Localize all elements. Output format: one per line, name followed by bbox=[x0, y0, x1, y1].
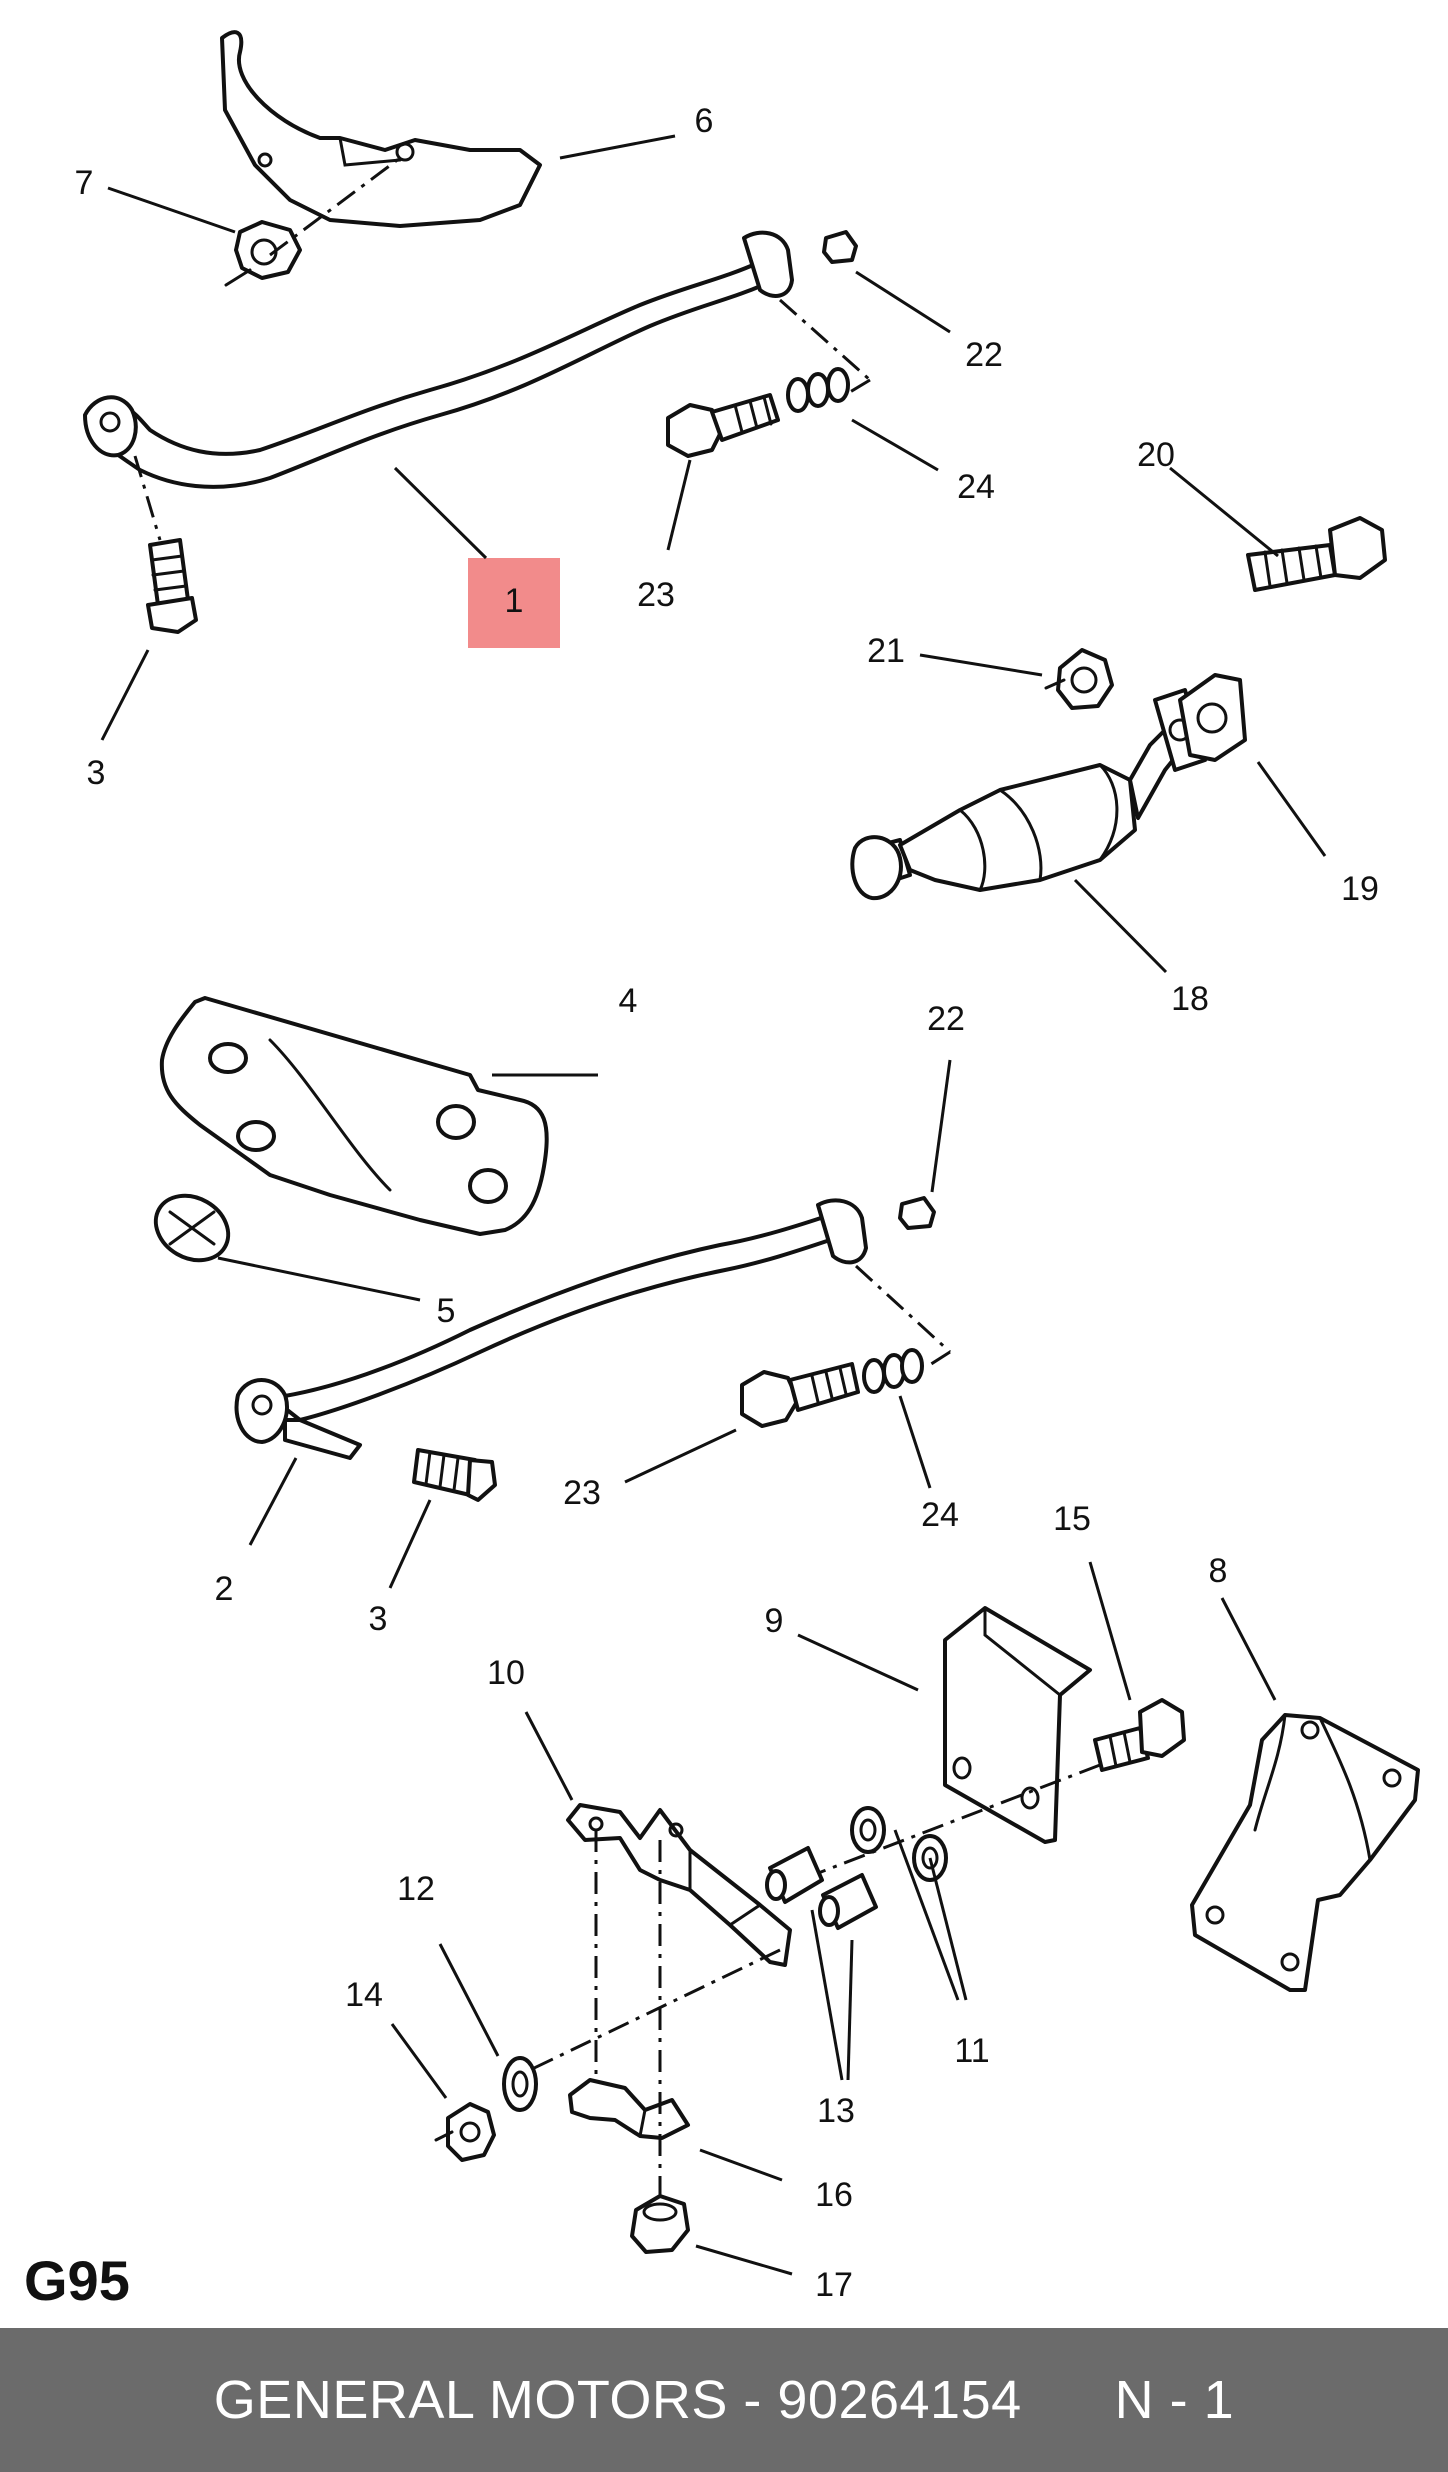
catalytic-converter-18 bbox=[850, 688, 1207, 901]
spring-washer-24-middle bbox=[862, 1348, 924, 1394]
bolt-3-middle bbox=[412, 1448, 497, 1502]
callout-9: 9 bbox=[765, 1602, 784, 1640]
front-pipe-1 bbox=[83, 230, 858, 489]
heat-shield-4 bbox=[159, 996, 549, 1236]
callout-14: 14 bbox=[345, 1976, 383, 2014]
callout-12: 12 bbox=[397, 1870, 435, 1908]
bolt-20 bbox=[1246, 516, 1387, 592]
callout-24-top: 24 bbox=[957, 468, 995, 506]
bolt-23-middle bbox=[740, 1362, 860, 1428]
washer-11 bbox=[850, 1806, 948, 1882]
callout-11: 11 bbox=[954, 2032, 989, 2070]
nut-7 bbox=[224, 220, 302, 287]
front-pipe-2 bbox=[234, 1196, 936, 1460]
callout-22-top: 22 bbox=[965, 336, 1003, 374]
clamp-10 bbox=[566, 1803, 792, 1967]
footer-bar: GENERAL MOTORS - 90264154 N - 1 bbox=[0, 2328, 1448, 2472]
callout-3-top: 3 bbox=[87, 754, 106, 792]
callout-20: 20 bbox=[1137, 436, 1175, 474]
bushing-13 bbox=[765, 1846, 878, 1930]
bracket-8 bbox=[1190, 1713, 1420, 1992]
bolt-23-top bbox=[666, 393, 780, 458]
callout-10: 10 bbox=[487, 1654, 525, 1692]
callout-23-middle: 23 bbox=[563, 1474, 601, 1512]
callout-22-middle: 22 bbox=[927, 1000, 965, 1038]
bracket-9 bbox=[943, 1606, 1092, 1844]
callout-17: 17 bbox=[815, 2266, 853, 2304]
callout-5: 5 bbox=[437, 1292, 456, 1330]
callout-18: 18 bbox=[1171, 980, 1209, 1018]
callout-6: 6 bbox=[695, 102, 714, 140]
callout-19: 19 bbox=[1341, 870, 1379, 908]
washer-12 bbox=[502, 2056, 538, 2112]
footer-page-indicator: N - 1 bbox=[1114, 2370, 1235, 2430]
exhaust-parts-diagram: 1 2 3 3 3 4 5 6 7 8 9 10 11 11 12 13 13 … bbox=[24, 30, 1420, 2312]
callout-16: 16 bbox=[815, 2176, 853, 2214]
callout-3-middle: 3 bbox=[369, 1600, 388, 1638]
callout-13: 13 bbox=[817, 2092, 855, 2130]
nut-14 bbox=[434, 2102, 496, 2162]
callout-2: 2 bbox=[215, 1570, 234, 1608]
nut-21 bbox=[1044, 648, 1114, 710]
callout-21: 21 bbox=[867, 632, 905, 670]
callout-1: 1 bbox=[505, 582, 524, 620]
heat-shield-6 bbox=[220, 30, 542, 228]
bolt-15 bbox=[1093, 1698, 1186, 1772]
gasket-5 bbox=[153, 1193, 231, 1263]
leader-lines bbox=[100, 134, 1327, 2276]
callout-labels: 1 2 3 3 3 4 5 6 7 8 9 10 11 11 12 13 13 … bbox=[75, 102, 1379, 2304]
footer-brand-part-number: GENERAL MOTORS - 90264154 bbox=[213, 2370, 1022, 2430]
callout-24-middle: 24 bbox=[921, 1496, 959, 1534]
highlight-box bbox=[468, 558, 560, 648]
nut-17 bbox=[630, 2194, 690, 2254]
callout-15: 15 bbox=[1053, 1500, 1091, 1538]
callout-8: 8 bbox=[1209, 1552, 1228, 1590]
diagram-code-label: G95 bbox=[24, 2249, 130, 2312]
gasket-19 bbox=[1178, 673, 1247, 762]
callout-4: 4 bbox=[619, 982, 638, 1020]
callout-23-top: 23 bbox=[637, 576, 675, 614]
bolt-3-top bbox=[146, 538, 198, 634]
spring-washer-24-top bbox=[786, 367, 850, 413]
lower-clamp-16 bbox=[568, 2078, 690, 2140]
callout-7: 7 bbox=[75, 164, 94, 202]
